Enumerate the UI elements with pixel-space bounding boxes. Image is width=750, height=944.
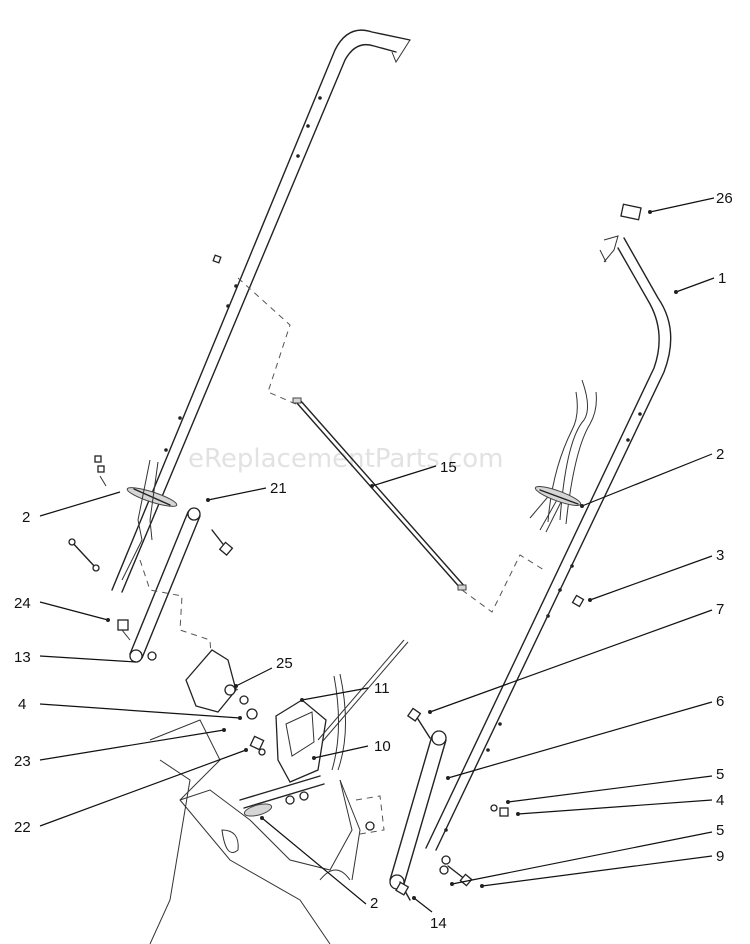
callout-14: 14 [430, 915, 447, 932]
callout-15: 15 [440, 459, 457, 476]
lower-handle [425, 235, 672, 851]
callout-23: 23 [14, 753, 31, 770]
part-26-block [620, 203, 642, 221]
callout-3: 3 [716, 547, 724, 564]
callout-1: 1 [718, 270, 726, 287]
right-link-assembly [355, 707, 509, 901]
upper-handle [111, 29, 411, 593]
callout-5-lower: 5 [716, 822, 724, 839]
callout-4-right: 4 [716, 792, 724, 809]
callout-22: 22 [14, 819, 31, 836]
callout-2-left: 2 [22, 509, 30, 526]
callout-10: 10 [374, 738, 391, 755]
callout-24: 24 [14, 595, 31, 612]
leader-lines [39, 197, 715, 913]
control-cable [292, 397, 545, 613]
callout-labels: 26 1 2 15 21 2 3 24 13 25 11 7 4 6 10 23… [14, 190, 733, 932]
center-bracket-assembly [149, 639, 409, 944]
callout-26: 26 [716, 190, 733, 207]
callout-2-bottom: 2 [370, 895, 378, 912]
callout-7: 7 [716, 601, 724, 618]
callout-2-right: 2 [716, 446, 724, 463]
callout-4-left: 4 [18, 696, 26, 713]
callout-6: 6 [716, 693, 724, 710]
callout-9: 9 [716, 848, 724, 865]
dashed-path-upper [237, 277, 299, 406]
callout-25: 25 [276, 655, 293, 672]
callout-21: 21 [270, 480, 287, 497]
callout-5-upper: 5 [716, 766, 724, 783]
callout-11: 11 [374, 680, 390, 697]
callout-13: 13 [14, 649, 31, 666]
part-2-clip-right [534, 486, 582, 506]
part-3-nut [571, 594, 585, 608]
